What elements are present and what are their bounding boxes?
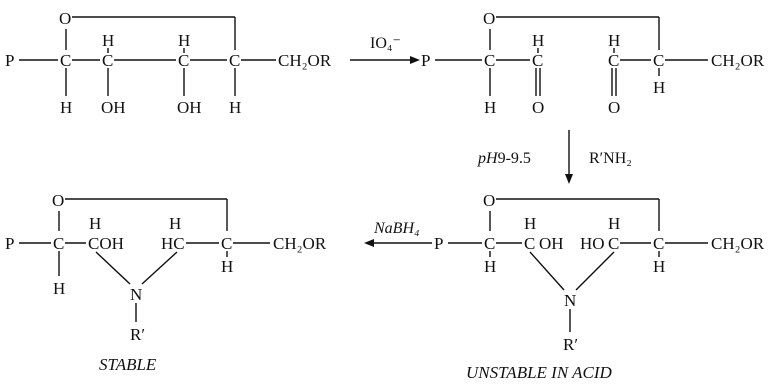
hc-group: HC: [161, 234, 185, 253]
p-substituent: P: [5, 51, 14, 70]
ph-label: pH9-9.5: [477, 150, 531, 167]
structure-stable: O P C COH HC C CH₂OR H H H H N R′ STABLE: [5, 191, 327, 374]
amine-label: R′NH₂: [589, 150, 632, 167]
c3-n-bond: [141, 251, 178, 285]
ph-label-p: p: [477, 150, 486, 167]
carbon-1: C: [53, 234, 64, 253]
carbon-4: C: [229, 51, 240, 70]
carbon-1: C: [484, 51, 495, 70]
ring-oxygen: O: [483, 191, 495, 210]
structure-carbinolamine: O P C C OH HO C C CH₂OR H H H H N R′ UNS…: [434, 191, 765, 382]
ch2or-group: CH₂OR: [711, 51, 765, 70]
p-substituent: P: [421, 51, 430, 70]
ring-oxygen: O: [483, 9, 495, 28]
stable-label: STABLE: [99, 355, 157, 374]
carbon-2: C: [102, 51, 113, 70]
carbon-3: C: [178, 51, 189, 70]
carbon-4: C: [653, 234, 664, 253]
carbon-2: C: [524, 234, 535, 253]
h-c2: H: [102, 31, 114, 50]
h-c4: H: [653, 257, 665, 276]
carbon-3: C: [608, 234, 619, 253]
h-c4: H: [229, 98, 241, 117]
r-prime: R′: [130, 325, 145, 344]
oh-c3: OH: [177, 98, 202, 117]
arrow-head: [410, 56, 420, 64]
periodate-label: IO₄⁻: [370, 35, 401, 52]
r-prime: R′: [563, 335, 578, 354]
carbon-4: C: [221, 234, 232, 253]
p-substituent: P: [5, 234, 14, 253]
nitrogen: N: [130, 285, 142, 304]
ch2or-group: CH₂OR: [273, 234, 327, 253]
arrow-amine: pH9-9.5 R′NH₂: [477, 130, 632, 184]
ring-oxygen: O: [59, 9, 71, 28]
h-c2: H: [532, 31, 544, 50]
h-c1: H: [484, 257, 496, 276]
nitrogen: N: [564, 291, 576, 310]
h-c4: H: [221, 257, 233, 276]
h-c3: H: [169, 214, 181, 233]
ho-c3: HO: [580, 234, 605, 253]
ch2or-group: CH₂OR: [278, 51, 332, 70]
arrow-head: [565, 174, 573, 184]
carbon-1: C: [60, 51, 71, 70]
arrow-head: [364, 239, 374, 247]
coh-group: COH: [88, 234, 124, 253]
ph-label-range: 9-9.5: [498, 150, 531, 167]
oh-c2: OH: [539, 234, 564, 253]
structure-dialdehyde: O P C C C C CH₂OR H H H O O H: [421, 9, 765, 117]
unstable-label: UNSTABLE IN ACID: [466, 363, 612, 382]
h-c3: H: [178, 31, 190, 50]
oh-c2: OH: [101, 98, 126, 117]
carbon-1: C: [484, 234, 495, 253]
h-c4: H: [653, 78, 665, 97]
h-c2: H: [89, 214, 101, 233]
h-c3: H: [608, 214, 620, 233]
h-c1: H: [60, 98, 72, 117]
aldehyde-carbon-2: C: [532, 51, 543, 70]
c3-n-bond: [575, 251, 615, 291]
c2-n-bond: [95, 251, 131, 285]
ch2or-group: CH₂OR: [711, 234, 765, 253]
ph-label-h: H: [485, 150, 499, 167]
h-c2: H: [524, 214, 536, 233]
borohydride-label: NaBH₄: [373, 220, 420, 237]
structure-glycoside: O P C C C C CH₂OR H H H OH OH H: [5, 9, 332, 117]
h-c1: H: [53, 279, 65, 298]
aldehyde-carbon-3: C: [608, 51, 619, 70]
arrow-periodate: IO₄⁻: [350, 35, 420, 64]
c2-n-bond: [529, 251, 565, 291]
carbon-4: C: [653, 51, 664, 70]
carbonyl-oxygen-3: O: [608, 98, 620, 117]
h-c3: H: [608, 31, 620, 50]
carbonyl-oxygen-2: O: [532, 98, 544, 117]
ring-oxygen: O: [52, 191, 64, 210]
h-c1: H: [484, 98, 496, 117]
arrow-borohydride: NaBH₄: [364, 220, 432, 247]
p-substituent: P: [434, 234, 443, 253]
